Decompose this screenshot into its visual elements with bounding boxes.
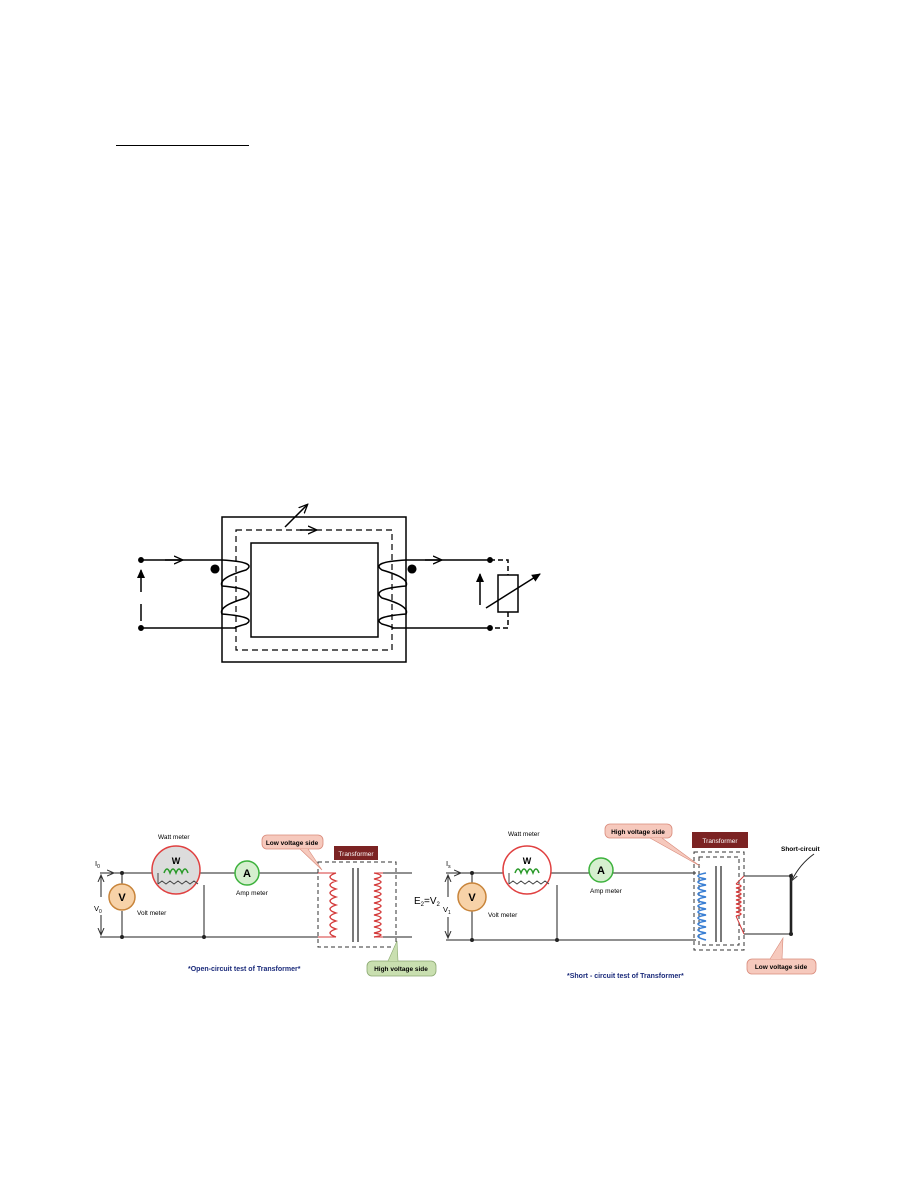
sc-transformer-box-outer — [693, 851, 745, 951]
load-connection — [490, 559, 509, 629]
oc-hv-callout-text: High voltage side — [374, 966, 428, 973]
primary-dot — [210, 564, 220, 574]
sc-voltage-label: V1 — [443, 905, 451, 916]
sc-secondary-coil — [735, 883, 742, 917]
primary-winding — [220, 559, 250, 629]
flux-path — [235, 529, 393, 651]
primary-terminal-top — [138, 557, 144, 563]
flux-pointer — [284, 505, 307, 528]
oc-transformer-box — [317, 861, 397, 948]
sc-voltmeter — [457, 882, 487, 912]
sc-lv-callout-text: Low voltage side — [755, 964, 808, 971]
oc-e2-label: E2=V2 — [414, 896, 441, 908]
sc-ammeter-symbol: A — [597, 865, 605, 877]
sc-wattmeter-label: Watt meter — [508, 831, 540, 838]
sc-voltmeter-label: Volt meter — [488, 912, 518, 919]
oc-transformer-tag-text: Transformer — [338, 851, 374, 858]
secondary-dot — [407, 564, 417, 574]
variable-load — [497, 574, 519, 613]
sc-ammeter-label: Amp meter — [590, 888, 623, 895]
oc-caption: *Open-circuit test of Transformer* — [188, 966, 301, 973]
oc-voltmeter-symbol: V — [118, 892, 126, 904]
oc-primary-coil — [329, 872, 339, 938]
sc-short-label: Short-circuit — [781, 846, 820, 853]
variable-load-arrow — [485, 573, 541, 609]
sc-wattmeter: W — [502, 845, 552, 895]
sc-caption: *Short - circuit test of Transformer* — [567, 973, 684, 980]
oc-wattmeter-symbol: W — [172, 856, 181, 866]
primary-terminal-bottom — [138, 625, 144, 631]
sc-short-pointer — [792, 853, 815, 880]
sc-hv-callout-text: High voltage side — [611, 829, 665, 836]
core-inner — [250, 542, 379, 638]
oc-voltmeter-label: Volt meter — [137, 910, 167, 917]
short-circuit-test: W Watt meter A Amp meter V Volt meter Is… — [443, 823, 820, 980]
sc-transformer-tag-text: Transformer — [702, 838, 738, 845]
oc-secondary-coil — [373, 872, 382, 938]
sc-transformer-tag — [692, 832, 748, 848]
oc-voltage-label: V0 — [94, 904, 102, 915]
sc-hv-callout — [604, 823, 673, 839]
sc-voltmeter-symbol: V — [468, 892, 476, 904]
oc-lv-callout-text: Low voltage side — [266, 840, 319, 847]
oc-ammeter-symbol: A — [243, 868, 251, 880]
sc-primary-coil — [697, 872, 707, 941]
sc-transformer-box-inner — [698, 856, 740, 946]
oc-lv-callout — [261, 834, 324, 850]
transformer-schematic — [137, 505, 541, 663]
oc-ammeter — [234, 860, 260, 886]
secondary-winding — [378, 559, 408, 629]
core-outer — [221, 516, 407, 663]
oc-wattmeter-label: Watt meter — [158, 834, 190, 841]
oc-hv-callout — [366, 960, 437, 977]
oc-voltmeter — [108, 883, 136, 911]
oc-ammeter-label: Amp meter — [236, 890, 269, 897]
sc-current-label: Is — [446, 859, 451, 870]
sc-ammeter — [588, 857, 614, 883]
sc-wattmeter-symbol: W — [523, 856, 532, 866]
oc-current-label: I0 — [95, 859, 100, 870]
oc-wattmeter: W — [151, 845, 201, 895]
oc-transformer-tag — [334, 846, 378, 860]
heading-underline — [116, 145, 249, 146]
open-circuit-test: W Watt meter A Amp meter V Volt meter I0… — [94, 834, 441, 977]
